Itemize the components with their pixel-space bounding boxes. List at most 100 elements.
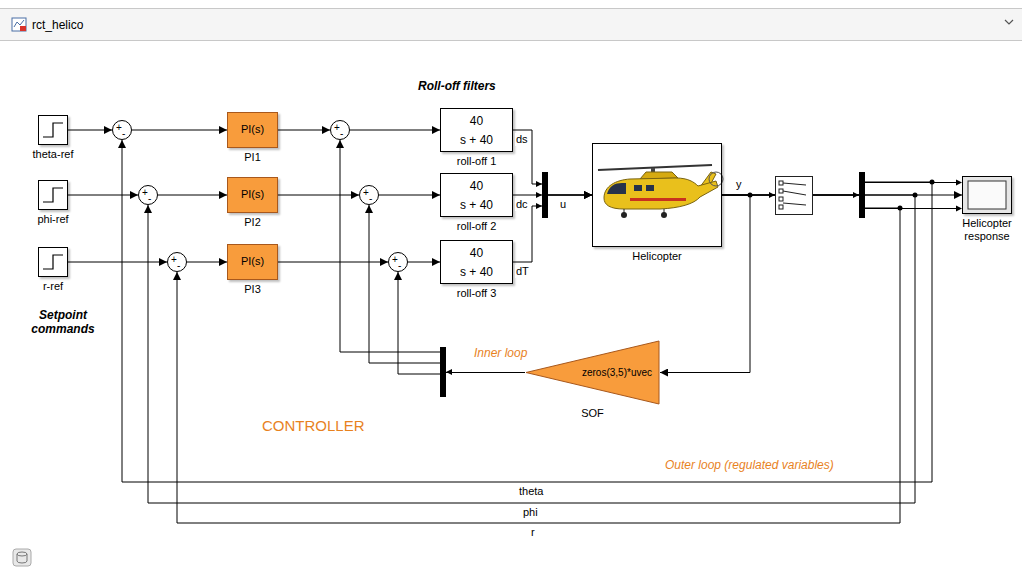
sum-junction: +-	[112, 120, 132, 140]
signal-line	[148, 195, 915, 503]
side-window	[634, 185, 642, 191]
gain-triangle: zeros(3,5)*uvecSOF	[525, 340, 660, 405]
demux-bar	[859, 172, 865, 218]
sign-label: +	[392, 255, 398, 265]
signal-name: phi	[522, 506, 539, 519]
signal-line	[379, 195, 440, 196]
port-arrow	[536, 192, 542, 198]
signal-line	[278, 130, 330, 131]
helicopter-illustration	[598, 165, 723, 218]
signal-name: theta	[518, 485, 544, 498]
wheel	[621, 212, 627, 218]
cockpit-window	[607, 183, 626, 194]
fuselage	[604, 178, 718, 209]
signal-line	[278, 195, 359, 196]
window-title: rct_helico	[32, 18, 83, 32]
sign-label: -	[177, 261, 180, 271]
selector-box	[776, 177, 813, 215]
section-title: Roll-off filters	[418, 79, 496, 93]
model-icon	[12, 18, 26, 31]
sign-label: +	[116, 123, 122, 133]
annotation: Inner loop	[474, 346, 527, 360]
sign-label: -	[340, 129, 343, 139]
block-name: r-ref	[43, 280, 63, 293]
sign-label: +	[363, 188, 369, 198]
signal-wire	[865, 208, 956, 209]
selector-routing	[783, 183, 806, 205]
signal-line	[68, 262, 167, 263]
block-name: Helicopter response	[956, 217, 1018, 243]
signal-line	[513, 130, 592, 195]
step-symbol	[43, 188, 63, 202]
signal-line	[350, 130, 440, 131]
mux-bar	[440, 347, 446, 397]
block-name: roll-off 3	[457, 287, 497, 300]
selector-block	[776, 177, 813, 215]
selector-port	[779, 181, 783, 185]
selector-port	[779, 197, 783, 201]
port-arrow	[536, 203, 542, 209]
signal-name: ds	[515, 133, 529, 146]
icon-glyph	[14, 20, 24, 27]
block-name: PI2	[244, 216, 261, 229]
signal-line	[660, 195, 750, 373]
port-arrow	[446, 369, 452, 375]
signal-line	[278, 262, 388, 263]
title-bar	[0, 8, 1022, 40]
signal-line	[177, 195, 900, 523]
signal-line	[68, 195, 138, 196]
chevron	[1005, 20, 1013, 24]
icon-frame	[12, 18, 26, 31]
sign-label: -	[148, 194, 151, 204]
port-arrow	[853, 192, 859, 198]
block-expression: s + 40	[441, 198, 512, 212]
signal-line	[122, 140, 932, 482]
transfer-function-block: 40s + 40roll-off 3	[440, 240, 513, 284]
section-title: Setpoint commands	[26, 308, 100, 336]
block-expression: PI(s)	[228, 255, 277, 268]
sum-junction: +-	[359, 185, 379, 205]
plant-block: Helicopter	[592, 143, 722, 247]
selector-port	[779, 189, 783, 193]
block-name: SOF	[581, 407, 604, 420]
block-name: Helicopter	[632, 250, 682, 263]
step-block: theta-ref	[38, 115, 68, 145]
block-name: PI1	[244, 151, 261, 164]
signal-line	[408, 262, 440, 263]
status-icon	[13, 549, 31, 566]
block-expression: PI(s)	[228, 188, 277, 201]
port-arrow	[536, 181, 542, 187]
sign-label: -	[369, 194, 372, 204]
wheel	[661, 212, 667, 218]
step-symbol	[43, 255, 63, 269]
scope-body	[962, 176, 1012, 214]
block-expression: 40	[441, 114, 512, 128]
icon-badge	[20, 26, 26, 31]
transfer-function-block: 40s + 40roll-off 1	[440, 108, 513, 152]
sum-junction: +-	[330, 120, 350, 140]
signal-line	[187, 262, 227, 263]
signal-line	[132, 130, 227, 131]
sum-junction: +-	[138, 185, 158, 205]
sign-label: +	[171, 255, 177, 265]
icon-glyph	[17, 554, 27, 563]
signal-name: dT	[515, 265, 530, 278]
signal-line	[340, 140, 525, 373]
triangle-shape	[526, 341, 659, 404]
block-expression: zeros(3,5)*uvec	[582, 367, 652, 379]
step-block: r-ref	[38, 247, 68, 277]
signal-name: y	[736, 178, 742, 191]
block-expression: 40	[441, 246, 512, 260]
bar-edge	[0, 8, 1022, 9]
mux-bar	[542, 172, 548, 218]
step-symbol	[43, 123, 63, 137]
junction-dot	[930, 180, 935, 185]
scope-block: Helicopter response	[962, 176, 1012, 214]
junction-dot	[913, 193, 918, 198]
block-name: phi-ref	[37, 213, 68, 226]
sign-label: -	[398, 261, 401, 271]
